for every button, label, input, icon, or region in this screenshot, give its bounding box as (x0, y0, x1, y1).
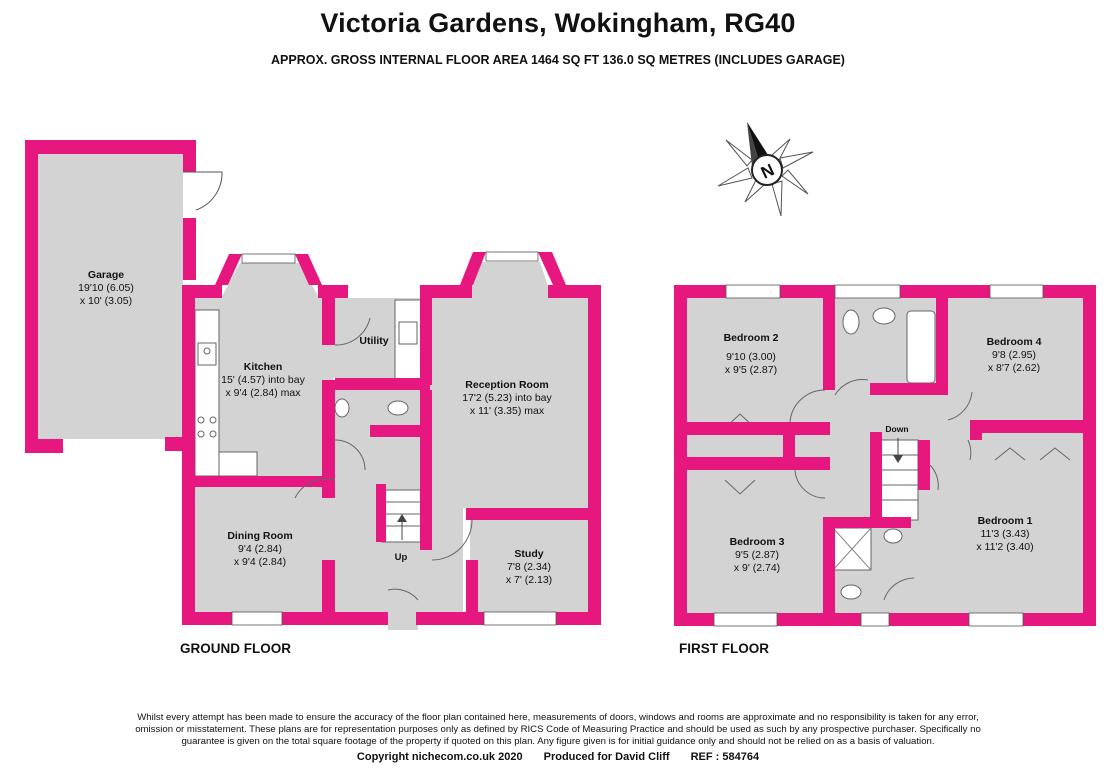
bedroom1-dim2: x 11'2 (3.40) (976, 541, 1033, 553)
page-title: Victoria Gardens, Wokingham, RG40 (320, 8, 796, 38)
first-windows (713, 284, 1044, 627)
produced-for-text: Produced for David Cliff (543, 751, 670, 763)
ground-door-swings (294, 317, 473, 601)
bedroom3-name: Bedroom 3 (730, 536, 785, 548)
first-staircase (877, 438, 919, 521)
kitchen-dim1: 15' (4.57) into bay (221, 374, 305, 386)
ground-staircase (381, 489, 423, 543)
ground-toilet-icon (334, 398, 350, 418)
north-compass-icon: N (717, 122, 814, 217)
ground-walls (182, 252, 601, 625)
bedroom3-dim1: 9'5 (2.87) (735, 549, 779, 561)
footer-line: Copyright nichecom.co.uk 2020 Produced f… (0, 751, 1116, 763)
study-name: Study (514, 548, 543, 560)
ground-floor-plan: Garage 19'10 (6.05) x 10' (3.05) Kitchen… (25, 140, 601, 630)
stairs-down-label: Down (885, 424, 908, 434)
bedroom2-name: Bedroom 2 (724, 332, 779, 344)
garage-walls (25, 140, 196, 453)
reception-dim2: x 11' (3.35) max (470, 405, 545, 417)
dining-name: Dining Room (227, 530, 292, 542)
bedroom1-name: Bedroom 1 (978, 515, 1033, 527)
disclaimer-text: Whilst every attempt has been made to en… (135, 712, 981, 747)
first-floor-label: FIRST FLOOR (679, 641, 769, 656)
bath-basin-icon (872, 307, 896, 325)
bathtub-icon (906, 310, 936, 384)
kitchen-worktop (194, 309, 220, 477)
study-room (470, 520, 588, 613)
dining-dim1: 9'4 (2.84) (238, 543, 282, 555)
study-dim1: 7'8 (2.34) (507, 561, 551, 573)
utility-sink-icon (398, 321, 418, 345)
study-dim2: x 7' (2.13) (506, 574, 552, 586)
reference-text: REF : 584764 (690, 751, 760, 763)
ensuite-basin-icon (883, 528, 903, 544)
ground-floor-label: GROUND FLOOR (180, 641, 291, 656)
kitchen-name: Kitchen (244, 361, 283, 373)
kitchen-dim2: x 9'4 (2.84) max (226, 387, 302, 399)
first-door-swings (789, 379, 973, 601)
ground-windows (231, 251, 557, 626)
bedroom3-dim2: x 9' (2.74) (734, 562, 780, 574)
dining-dim2: x 9'4 (2.84) (234, 556, 286, 568)
bath-toilet-icon (842, 309, 860, 335)
reception-name: Reception Room (465, 379, 548, 391)
bedroom2-dim1: 9'10 (3.00) (726, 351, 776, 363)
ground-basin-icon (387, 400, 409, 416)
garage-dim2: x 10' (3.05) (80, 295, 132, 307)
hob-icon (197, 416, 217, 438)
bedroom4-dim1: 9'8 (2.95) (992, 349, 1036, 361)
dining-room (195, 487, 333, 613)
floor-area-subtitle: APPROX. GROSS INTERNAL FLOOR AREA 1464 S… (271, 53, 845, 67)
ensuite-toilet-icon (840, 584, 862, 600)
bedroom4-dim2: x 8'7 (2.62) (988, 362, 1040, 374)
copyright-text: Copyright nichecom.co.uk 2020 (356, 751, 523, 763)
garage-room (38, 154, 183, 439)
bedroom2-dim2: x 9'5 (2.87) (725, 364, 777, 376)
bedroom4-name: Bedroom 4 (987, 336, 1042, 348)
first-floor-plan: Bedroom 2 9'10 (3.00) x 9'5 (2.87) Bedro… (674, 284, 1096, 627)
garage-name: Garage (88, 269, 124, 281)
first-walls (674, 285, 1096, 626)
garage-door-swing (183, 171, 223, 211)
reception-dim1: 17'2 (5.23) into bay (462, 392, 552, 404)
stairs-up-label: Up (395, 552, 408, 563)
utility-name: Utility (359, 335, 388, 347)
bedroom1-dim1: 11'3 (3.43) (980, 528, 1029, 540)
garage-dim1: 19'10 (6.05) (78, 282, 134, 294)
